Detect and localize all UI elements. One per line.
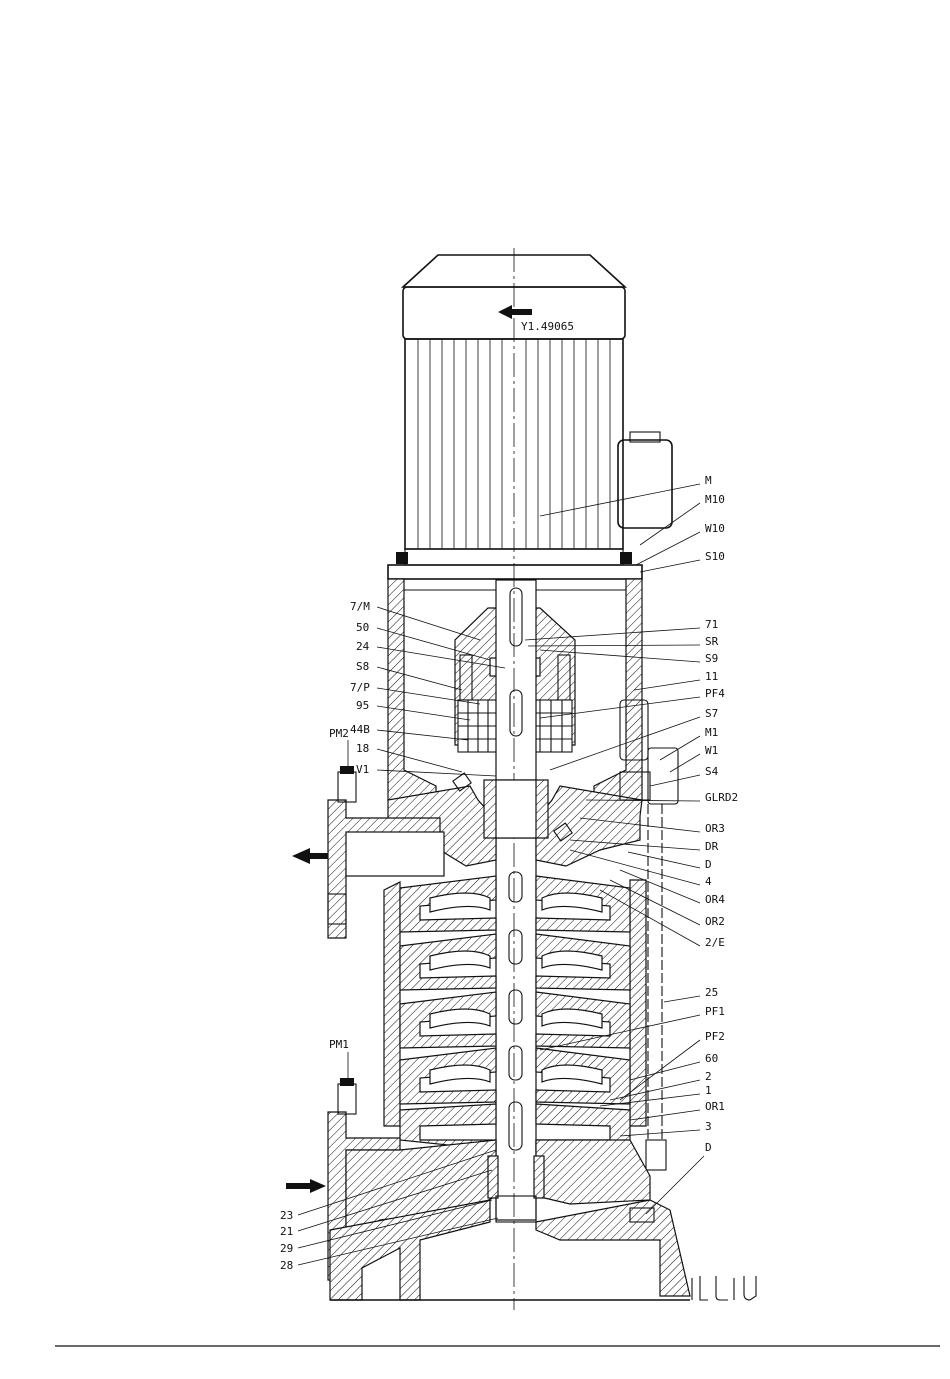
base-foot-icon (692, 1276, 756, 1300)
label-M10: M10 (705, 493, 725, 506)
bearing-bush (488, 1156, 498, 1198)
label-OR3: OR3 (705, 822, 725, 835)
label-M: M (705, 474, 712, 487)
label-PF1: PF1 (705, 1005, 725, 1018)
label-28: 28 (280, 1259, 293, 1272)
pressure-port-pm1 (338, 1078, 356, 1114)
label-OR1: OR1 (705, 1100, 725, 1113)
label-S9: S9 (705, 652, 718, 665)
label-GLRD2: GLRD2 (705, 791, 738, 804)
label-11: 11 (705, 670, 718, 683)
suction-arrow-icon (286, 1179, 326, 1193)
motor: Y1.49065 (388, 255, 672, 579)
label-W10: W10 (705, 522, 725, 535)
label-1: 1 (705, 1084, 712, 1097)
drawing-code: Y1.49065 (521, 320, 574, 333)
label-SR: SR (705, 635, 719, 648)
label-S10: S10 (705, 550, 725, 563)
label-PM2: PM2 (329, 727, 349, 740)
label-25: 25 (705, 986, 718, 999)
label-D-lower: D (705, 1141, 712, 1154)
label-2E: 2/E (705, 936, 725, 949)
label-W1: W1 (705, 744, 718, 757)
label-24: 24 (356, 640, 370, 653)
label-44B: 44B (350, 723, 370, 736)
part-labels-bottom-left: 23 21 29 28 (280, 1209, 293, 1272)
motor-flange (388, 565, 642, 579)
label-71: 71 (705, 618, 718, 631)
label-OR2: OR2 (705, 915, 725, 928)
label-29: 29 (280, 1242, 293, 1255)
label-PM1: PM1 (329, 1038, 349, 1051)
label-2: 2 (705, 1070, 712, 1083)
label-S8: S8 (356, 660, 369, 673)
label-OR4: OR4 (705, 893, 725, 906)
pressure-port-pm2 (338, 766, 356, 802)
label-V1: V1 (356, 763, 369, 776)
label-S7: S7 (705, 707, 718, 720)
label-S4: S4 (705, 765, 719, 778)
label-21: 21 (280, 1225, 293, 1238)
terminal-box (618, 440, 672, 528)
shaft (496, 580, 536, 1220)
label-7M: 7/M (350, 600, 370, 613)
label-DR: DR (705, 840, 719, 853)
label-4: 4 (705, 875, 712, 888)
rotation-arrow-icon (498, 305, 532, 319)
discharge-arrow-icon (292, 848, 328, 864)
label-23: 23 (280, 1209, 293, 1222)
label-7P: 7/P (350, 681, 370, 694)
part-labels-right: M M10 W10 S10 71 SR S9 11 PF4 S7 M1 W1 S… (705, 474, 738, 1154)
label-18: 18 (356, 742, 369, 755)
label-3: 3 (705, 1120, 712, 1133)
label-D: D (705, 858, 712, 871)
label-60: 60 (705, 1052, 718, 1065)
label-PF2: PF2 (705, 1030, 725, 1043)
label-95: 95 (356, 699, 369, 712)
label-50: 50 (356, 621, 369, 634)
label-M1: M1 (705, 726, 718, 739)
label-PF4: PF4 (705, 687, 725, 700)
